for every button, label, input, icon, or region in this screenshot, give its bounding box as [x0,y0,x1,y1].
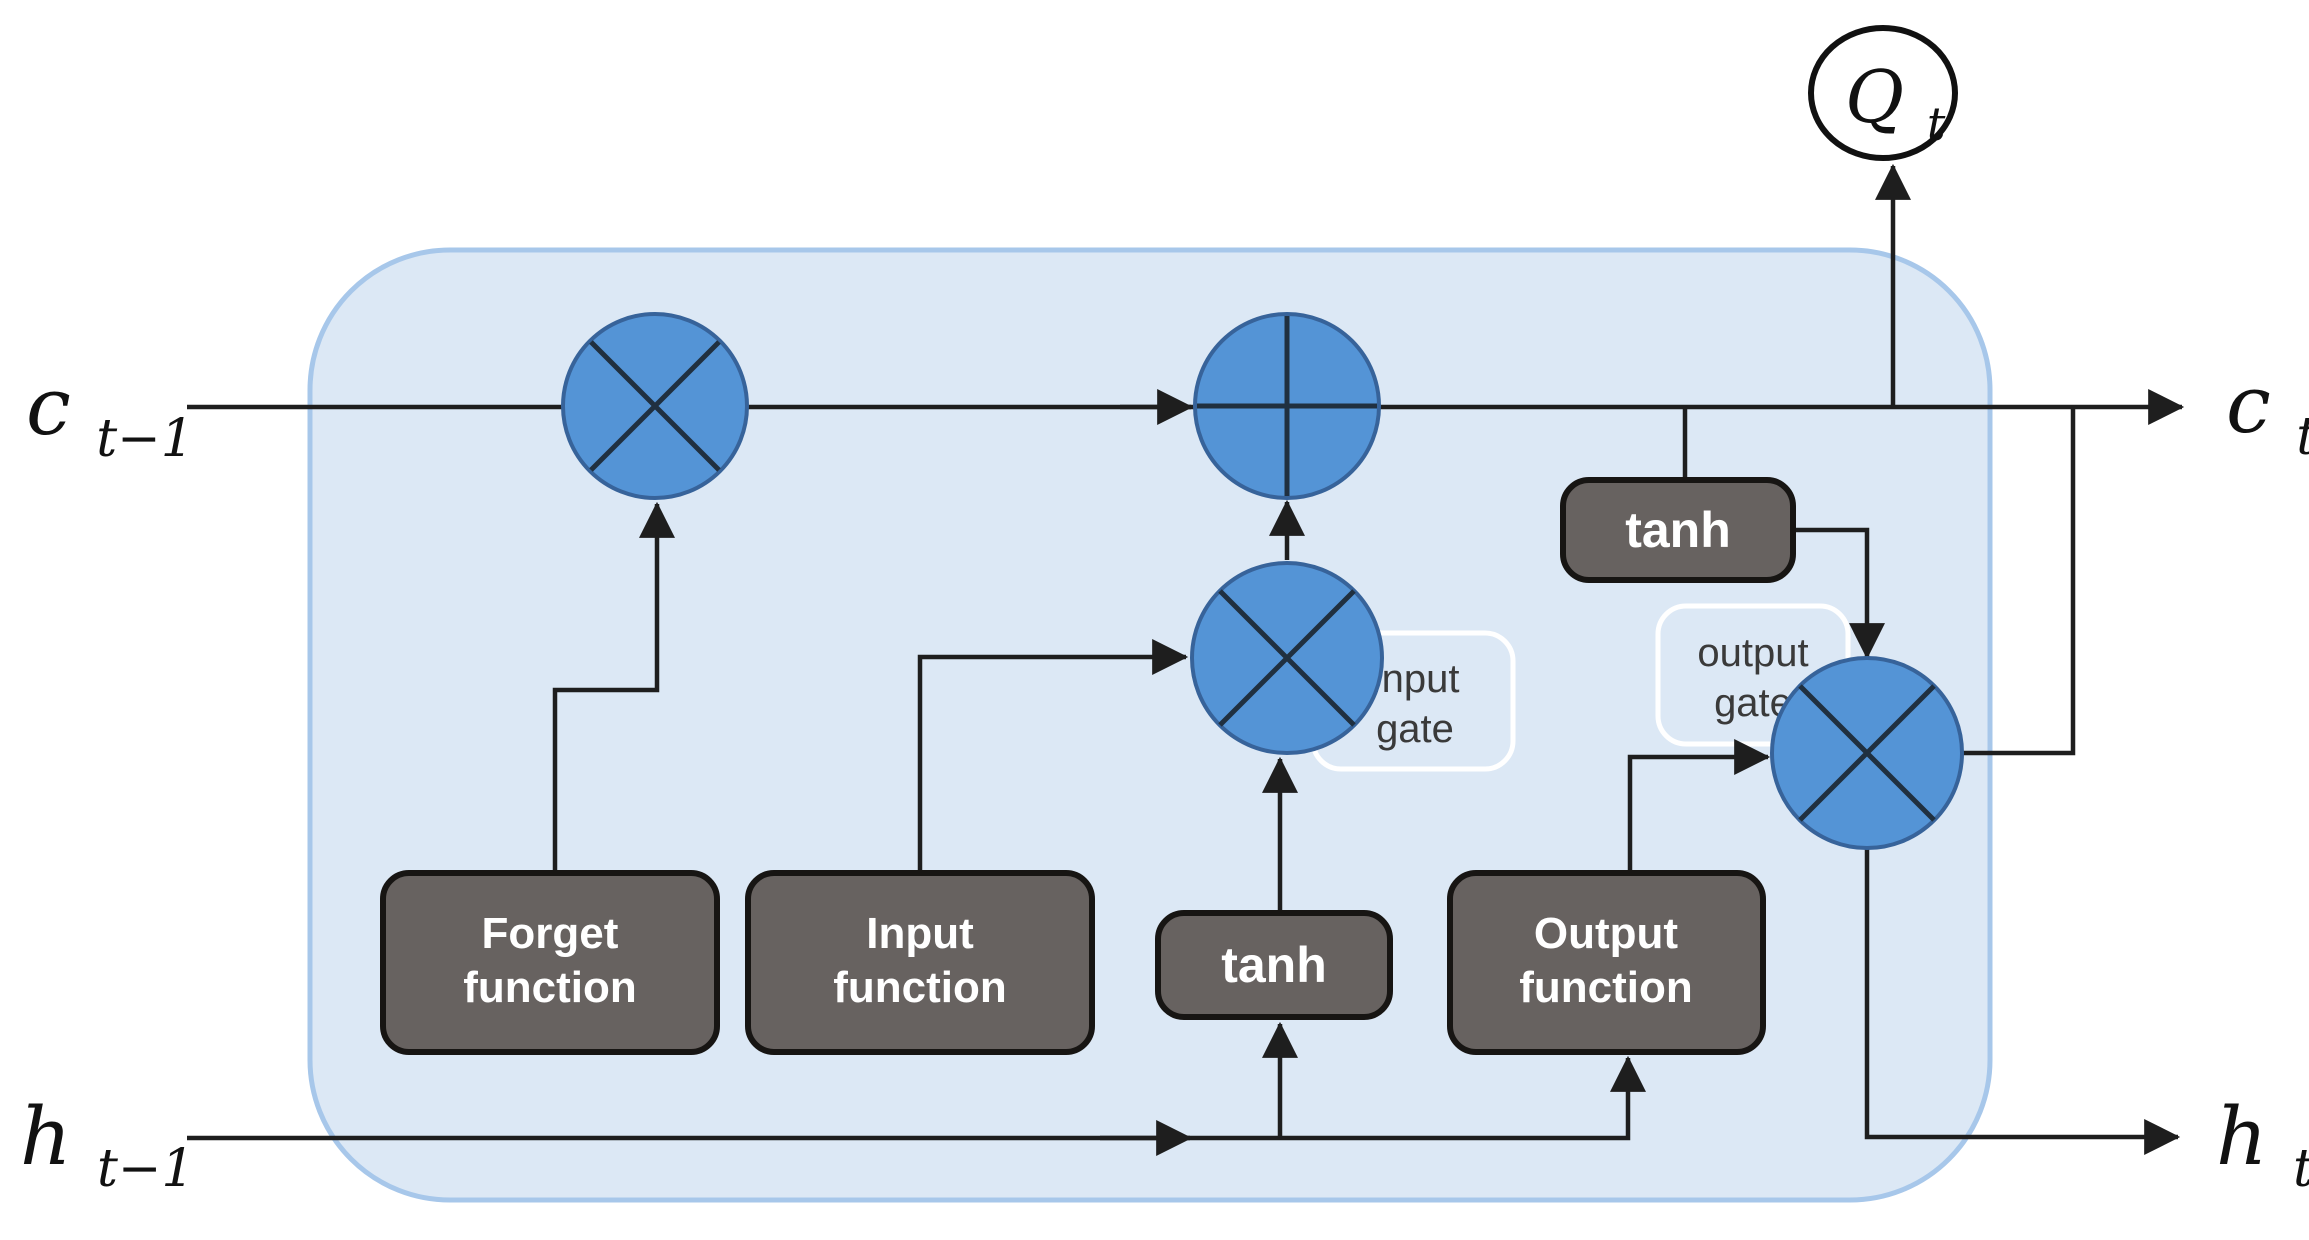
forget-function-box: Forget function [380,870,720,1055]
input-function-rect [745,870,1095,1055]
forget-function-label-line1: Forget [482,909,619,958]
input-gate-label-line1: Input [1371,657,1460,701]
elbow-cell-state-to-output-multiply [1963,407,2076,756]
tanh-lower-rect [1155,910,1393,1020]
input-gate-label-line2: gate [1376,707,1454,751]
arrow-output-multiply-to-ht [1864,846,2181,1155]
forget-function-label-line2: function [463,963,637,1012]
tanh-box-lower: tanh [1155,910,1393,1020]
plus-icon [1197,316,1377,496]
multiply-icon [1218,589,1356,727]
arrow-output-function-to-multiply [1627,739,1771,873]
input-gate-multiply-node [1190,561,1384,755]
input-function-box: Input function [745,870,1095,1055]
qt-label: Q t [1845,55,1946,151]
multiply-icon [589,340,721,472]
tanh-box-upper: tanh [1560,477,1796,583]
qt-ellipse [1808,25,1958,161]
arrow-forget-function-to-multiply [552,501,675,873]
input-function-label-line1: Input [866,909,974,958]
output-function-rect [1447,870,1766,1055]
h-next-label: h t [2216,1090,2309,1199]
hidden-state-line [187,1055,1646,1141]
tanh-lower-label: tanh [1221,937,1327,993]
output-function-box: Output function [1447,870,1766,1055]
output-gate-label-line1: output [1697,631,1808,675]
add-node [1193,312,1381,500]
forget-gate-multiply-node [561,312,749,500]
output-function-label-line2: function [1519,963,1693,1012]
c-next-label: c t [2226,358,2309,467]
output-function-label-line1: Output [1534,909,1679,958]
forget-function-rect [380,870,720,1055]
input-function-label-line2: function [833,963,1007,1012]
tanh-upper-label: tanh [1625,502,1731,558]
h-prev-label: h t−1 [20,1090,195,1199]
tanh-upper-rect [1560,477,1796,583]
arrow-input-function-to-multiply [917,639,1189,873]
arrow-tanh-to-output-multiply [1793,527,1885,660]
multiply-icon [1798,684,1936,822]
c-prev-label: c t−1 [26,360,194,469]
qt-output-node: Q t [1808,25,1958,161]
output-gate-multiply-node [1770,656,1964,850]
